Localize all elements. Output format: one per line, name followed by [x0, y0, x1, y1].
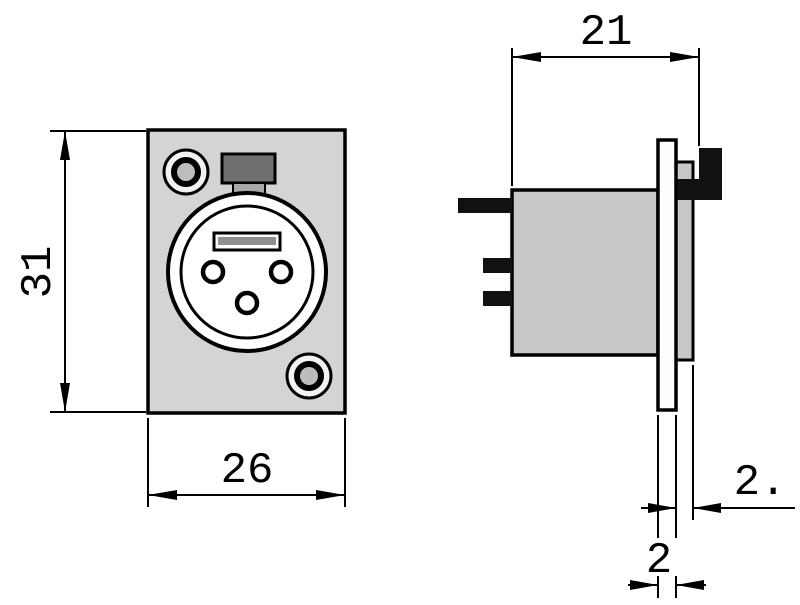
dimension-front-width — [147, 418, 346, 507]
dimension-front-height — [50, 130, 146, 413]
latch-button — [220, 152, 277, 185]
label-mask — [637, 538, 681, 576]
arrowhead-left — [693, 503, 721, 513]
screw-hole-inner — [171, 157, 201, 187]
mounting-flange — [656, 138, 678, 412]
terminal-pin-3 — [483, 291, 512, 306]
connector-body — [510, 188, 660, 357]
dimension-label-side-depth: 21 — [580, 8, 633, 58]
dimension-label-rear-thickness: 2. — [734, 458, 787, 508]
arrowhead-left — [512, 52, 541, 62]
front-view — [146, 128, 347, 415]
keyway-slot-inner — [218, 237, 276, 245]
arrowhead-right — [630, 580, 658, 590]
side-view — [458, 138, 722, 412]
arrowhead-left — [148, 490, 177, 500]
arrowhead-right — [648, 503, 676, 513]
dimension-label-front-width: 26 — [221, 446, 274, 496]
dimension-label-front-height: 31 — [14, 246, 64, 299]
latch-side — [676, 148, 722, 200]
screw-hole-bottom-right — [285, 352, 333, 400]
terminal-pin-1 — [458, 198, 512, 213]
pin-bottom — [234, 290, 260, 316]
arrowhead-left — [676, 580, 704, 590]
screw-hole-inner — [294, 361, 324, 391]
xlr-socket — [166, 191, 328, 353]
pin-right — [268, 259, 294, 285]
screw-hole-top-left — [162, 148, 210, 196]
dimension-side-depth — [511, 48, 700, 186]
arrowhead-right — [316, 490, 345, 500]
dimension-label-flange-thickness: 2 — [646, 536, 672, 586]
terminal-pin-2 — [483, 258, 512, 273]
arrowhead-right — [670, 52, 699, 62]
pin-left — [200, 259, 226, 285]
arrowhead-down — [60, 383, 70, 412]
arrowhead-up — [60, 131, 70, 160]
